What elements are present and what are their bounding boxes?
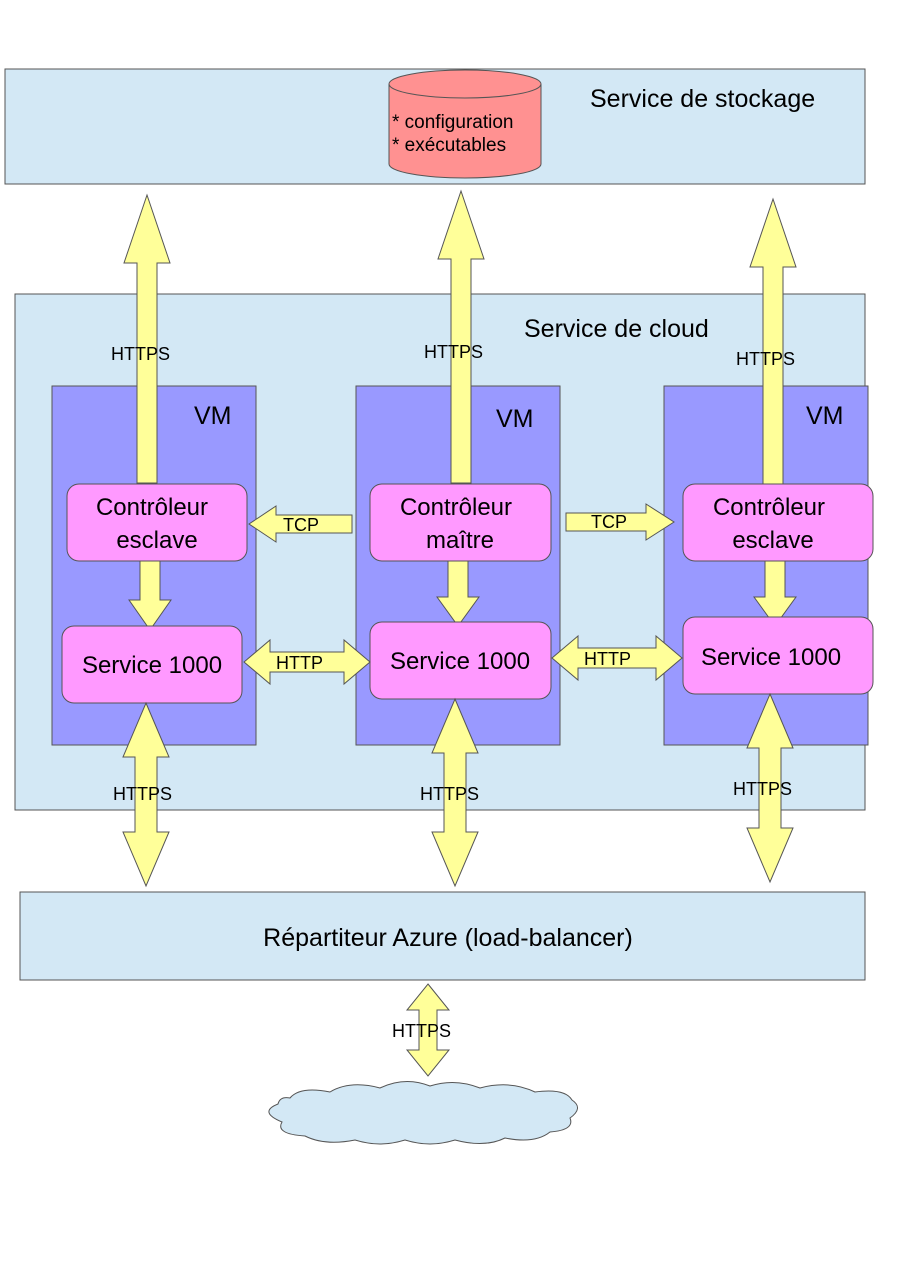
vm-label-2: VM — [496, 405, 534, 433]
controller-box-2 — [369, 483, 552, 562]
storage-database: * configuration * exécutables — [388, 69, 542, 179]
controller-1-line-1: Contrôleur — [96, 494, 208, 521]
arrow-tcp-master-to-slave3 — [565, 503, 675, 541]
label-https-vm1-up: HTTPS — [111, 344, 170, 364]
label-https-vm3-down: HTTPS — [733, 779, 792, 799]
controller-box-1 — [66, 483, 248, 562]
arrow-up-vm1-storage — [123, 193, 171, 484]
arrow-ctrl-svc-1 — [128, 559, 172, 631]
storage-db-line-config: * configuration — [392, 112, 513, 133]
vm-label-1: VM — [194, 402, 232, 430]
label-http-1: HTTP — [276, 653, 323, 673]
controller-1-line-2: esclave — [116, 527, 197, 554]
storage-db-line-exec: * exécutables — [392, 135, 506, 156]
arrow-ctrl-svc-3 — [753, 556, 797, 627]
controller-2-line-1: Contrôleur — [400, 494, 512, 521]
arrow-http-svc2-svc3 — [551, 634, 683, 682]
controller-box-3 — [682, 483, 874, 562]
cloud-service-title: Service de cloud — [524, 315, 709, 343]
storage-service-title: Service de stockage — [590, 85, 815, 113]
arrow-https-svc1-lb — [122, 701, 170, 888]
service-2-label: Service 1000 — [390, 648, 530, 675]
arrow-http-svc1-svc2 — [243, 638, 371, 686]
label-http-2: HTTP — [584, 649, 631, 669]
internet-cloud-shape — [268, 1081, 578, 1145]
service-3-label: Service 1000 — [701, 644, 841, 671]
controller-3-line-1: Contrôleur — [713, 494, 825, 521]
load-balancer-band — [19, 891, 866, 981]
label-https-vm2-down: HTTPS — [420, 784, 479, 804]
arrow-https-svc2-lb — [431, 697, 479, 888]
label-https-vm3-up: HTTPS — [736, 349, 795, 369]
label-https-vm1-down: HTTPS — [113, 784, 172, 804]
load-balancer-title: Répartiteur Azure (load-balancer) — [263, 924, 633, 952]
service-box-1 — [61, 625, 243, 704]
controller-3-line-2: esclave — [732, 527, 813, 554]
arrow-ctrl-svc-2 — [436, 556, 480, 627]
label-https-vm2-up: HTTPS — [424, 342, 483, 362]
label-tcp-1: TCP — [283, 515, 319, 535]
label-https-internet: HTTPS — [392, 1021, 451, 1041]
arrow-https-lb-internet — [405, 983, 451, 1077]
vm-label-3: VM — [806, 402, 844, 430]
arrow-up-vm2-storage — [437, 189, 485, 484]
service-box-2 — [369, 621, 552, 700]
service-1-label: Service 1000 — [82, 652, 222, 679]
controller-2-line-2: maître — [426, 527, 494, 554]
label-tcp-2: TCP — [591, 512, 627, 532]
arrow-https-svc3-lb — [746, 692, 794, 884]
arrow-tcp-master-to-slave1 — [248, 505, 353, 543]
service-box-3 — [682, 616, 874, 695]
